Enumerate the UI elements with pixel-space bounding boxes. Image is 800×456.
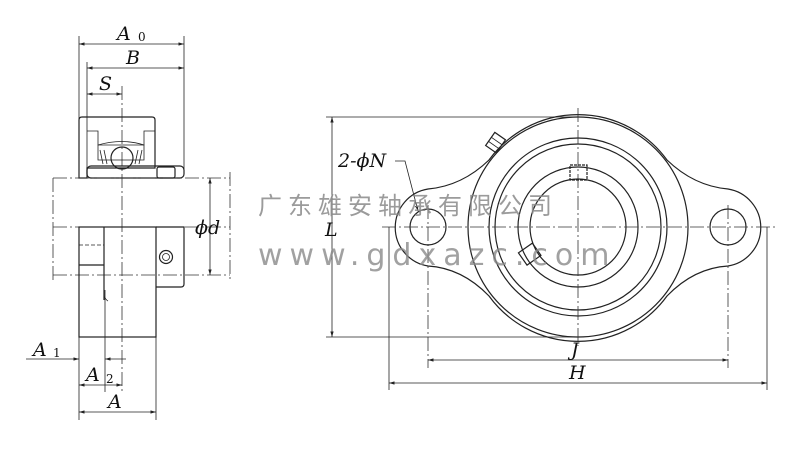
side-view: A 0 B S ϕd A 1 A 2 A [26, 23, 231, 420]
flange-outline [394, 114, 762, 342]
label-A0: A [115, 23, 131, 45]
grease-nipple [484, 131, 507, 154]
label-L: L [324, 219, 338, 241]
label-H: H [568, 362, 586, 384]
label-A2-sub: 2 [106, 372, 114, 386]
set-screw [156, 166, 176, 179]
set-screw-top [569, 164, 588, 181]
bearing-inner-ring [86, 165, 185, 179]
label-2-phi-N: 2-ϕN [337, 150, 387, 172]
watermark-url: www.gdxazc.com [258, 238, 616, 273]
screw-head [158, 249, 174, 265]
set-screw-lower [517, 242, 542, 266]
label-B: B [125, 47, 140, 69]
ball [110, 146, 134, 170]
label-A0-sub: 0 [138, 30, 146, 44]
watermark-company: 广东雄安轴承有限公司 [258, 192, 558, 220]
label-A1-sub: 1 [53, 346, 61, 360]
housing-body [78, 226, 157, 338]
housing-section [78, 116, 156, 179]
label-J: J [567, 339, 580, 361]
label-A1: A [31, 339, 47, 361]
label-A: A [106, 391, 122, 413]
label-A2: A [84, 364, 100, 386]
front-view: 2-ϕN L J H [324, 108, 775, 390]
label-S: S [99, 73, 112, 95]
label-phi-d: ϕd [195, 217, 220, 239]
